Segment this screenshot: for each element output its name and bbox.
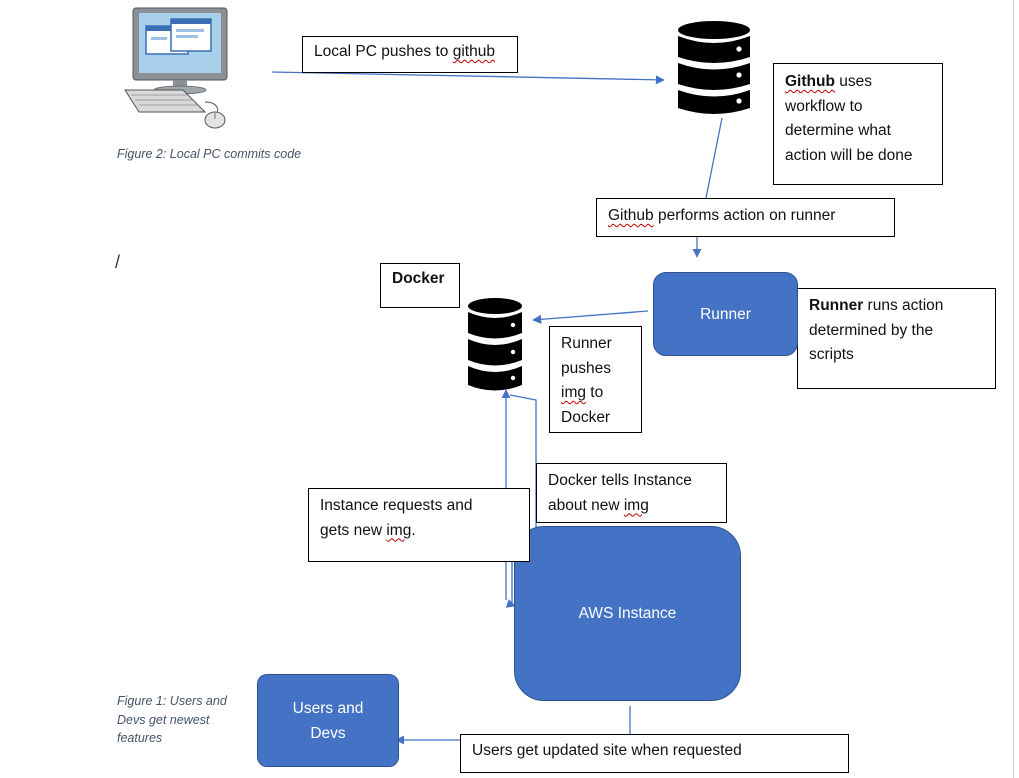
runner-pushes-note: Runner pushes img to Docker [549, 326, 642, 433]
database-icon [468, 298, 522, 391]
instance-requests-note: Instance requests and gets new img. [308, 488, 530, 562]
github-performs-label: Github performs action on runner [596, 198, 895, 237]
runner-node: Runner [653, 272, 798, 356]
docker-tells-note: Docker tells Instance about new img [536, 463, 727, 523]
figure-2-caption: Figure 2: Local PC commits code [117, 147, 302, 161]
docker-label: Docker [380, 263, 460, 308]
figure-1-caption: Figure 1: Users and Devs get newest feat… [117, 694, 227, 745]
runner-note: Runner runs action determined by the scr… [797, 288, 996, 389]
arrow-pc-to-github [271, 71, 665, 85]
page-edge [1013, 0, 1014, 778]
database-icon [678, 21, 750, 114]
arrow-runner-to-docker [532, 310, 649, 324]
github-workflow-note: Github uses workflow to determine what a… [773, 63, 943, 185]
line-github-to-note [705, 117, 723, 199]
aws-instance-node: AWS Instance [514, 526, 741, 701]
users-devs-node: Users and Devs [257, 674, 399, 767]
stray-slash: / [115, 252, 121, 272]
users-updated-note: Users get updated site when requested [460, 734, 849, 773]
local-push-label: Local PC pushes to github [302, 36, 518, 73]
desktop-computer-icon [124, 7, 228, 129]
